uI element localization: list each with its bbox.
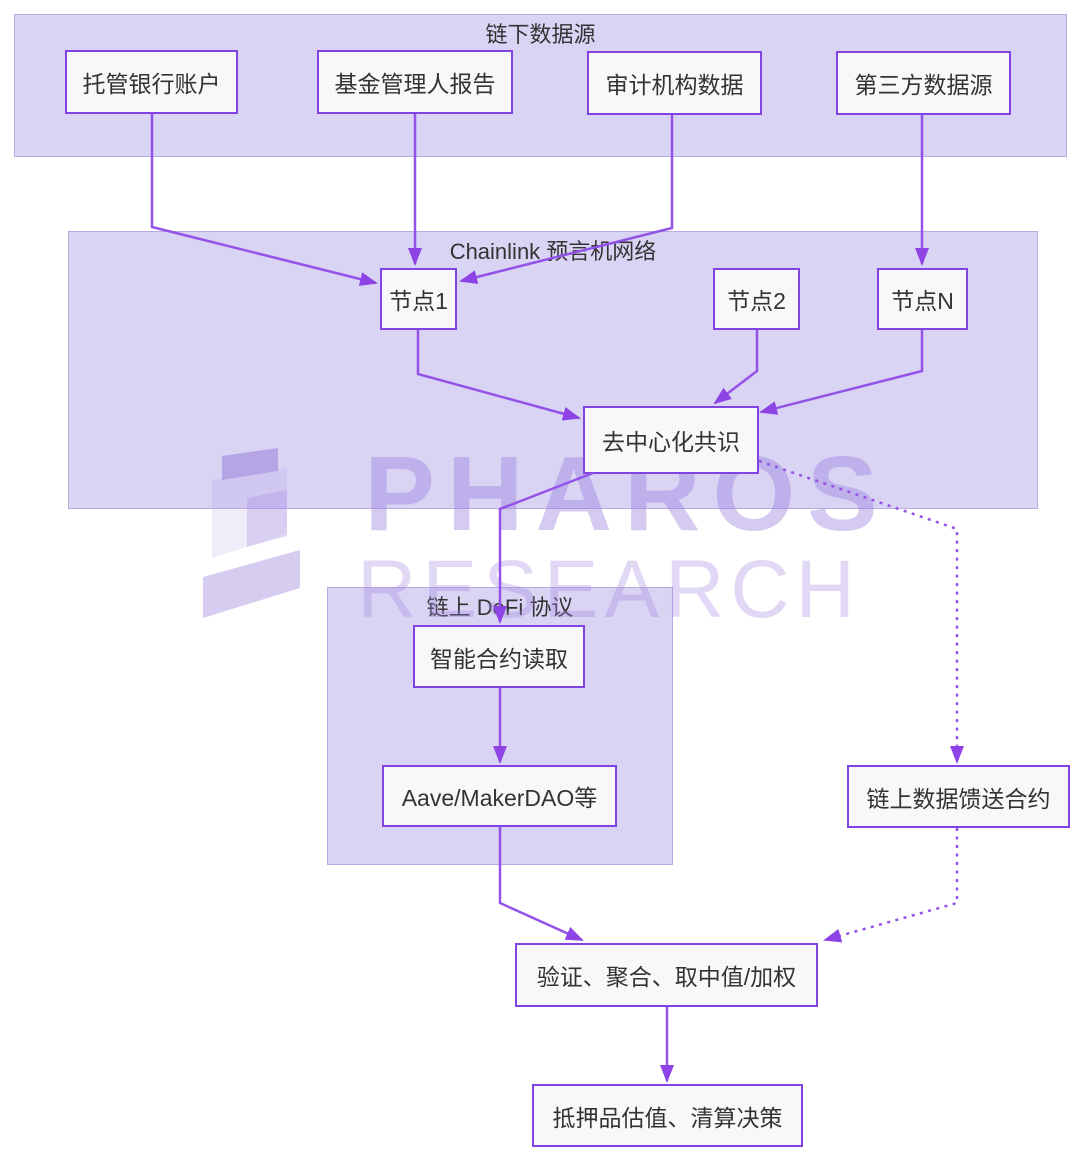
node-validate-aggregate-median: 验证、聚合、取中值/加权 — [515, 943, 818, 1007]
node-onchain-data-feed-contract: 链上数据馈送合约 — [847, 765, 1070, 828]
node-custodian-bank-account: 托管银行账户 — [65, 50, 238, 114]
node-aave-makerdao: Aave/MakerDAO等 — [382, 765, 617, 827]
node-oracle-node-2: 节点2 — [713, 268, 800, 330]
node-fund-manager-report: 基金管理人报告 — [317, 50, 513, 114]
node-audit-agency-data: 审计机构数据 — [587, 51, 762, 115]
node-decentralized-consensus: 去中心化共识 — [583, 406, 759, 474]
node-oracle-node-1: 节点1 — [380, 268, 457, 330]
node-smart-contract-read: 智能合约读取 — [413, 625, 585, 688]
container-offchain-title: 链下数据源 — [485, 22, 596, 47]
node-oracle-node-n: 节点N — [877, 268, 968, 330]
node-collateral-valuation-liquidation: 抵押品估值、清算决策 — [532, 1084, 803, 1147]
node-third-party-data-source: 第三方数据源 — [836, 51, 1011, 115]
